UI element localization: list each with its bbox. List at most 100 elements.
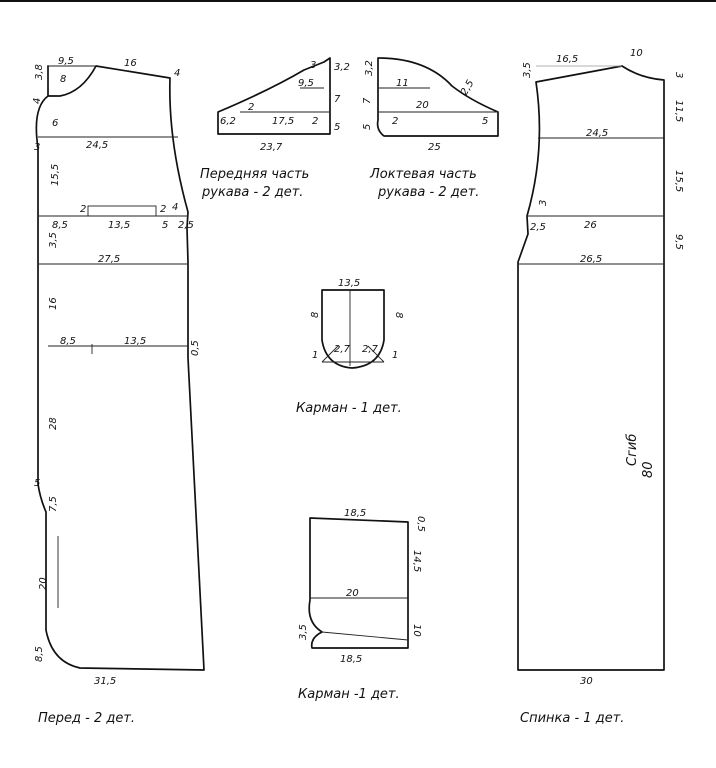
sleeve-front-width: 23,7 — [260, 142, 283, 153]
front-dart — [87, 205, 157, 217]
caption-pocket2: Карман -1 дет. — [298, 687, 400, 702]
back-outline — [517, 65, 665, 671]
front-side-25: 2,5 — [178, 220, 194, 231]
front-75: 7,5 — [48, 496, 59, 512]
sleeve-front-outline — [217, 57, 331, 135]
pocket2-145: 14,5 — [411, 550, 422, 572]
front-28: 28 — [48, 417, 59, 430]
pocket1-height-left: 8 — [310, 312, 321, 318]
front-shoulder-drop: 4 — [174, 68, 180, 79]
pocket1-radius-right: 2,7 — [362, 344, 379, 355]
pocket1-outline — [321, 289, 385, 369]
caption-back: Спинка - 1 дет. — [520, 711, 624, 726]
front-neck-width: 9,5 — [58, 56, 74, 67]
pocket2-piece: 18,5 0,5 14,5 20 10 3,5 18,5 — [298, 508, 426, 665]
front-arm-3: 3 — [34, 142, 40, 153]
front-pocket-width: 13,5 — [124, 336, 146, 347]
sleeve-front-7: 7 — [334, 94, 341, 105]
front-shoulder-len: 16 — [124, 58, 137, 69]
front-chest-width: 24,5 — [86, 140, 108, 151]
sleeve-elbow-20: 20 — [416, 100, 429, 111]
front-5: 5 — [34, 478, 40, 489]
back-95: 9,5 — [673, 234, 684, 250]
back-fold-label: Сгиб — [625, 434, 640, 466]
pocket1-corner-left: 1 — [312, 350, 318, 361]
sleeve-front-32: 3,2 — [334, 62, 350, 73]
pocket1-diag-l — [321, 345, 339, 363]
back-155: 15,5 — [673, 170, 684, 192]
back-neck: 16,5 — [556, 54, 578, 65]
caption-pocket1: Карман - 1 дет. — [296, 401, 402, 416]
front-piece: 9,5 16 3,8 8 4 4 6 3 24,5 15,5 8,5 13,5 … — [32, 56, 205, 687]
front-side-4: 4 — [172, 202, 178, 213]
back-chest: 24,5 — [586, 128, 608, 139]
caption-sleeve-elbow-2: рукава - 2 дет. — [377, 185, 479, 200]
pocket2-bottom: 18,5 — [340, 654, 362, 665]
pocket2-mid-width: 20 — [346, 588, 359, 599]
sleeve-elbow-5a: 5 — [362, 124, 373, 130]
pocket2-35: 3,5 — [298, 624, 309, 640]
caption-sleeve-front-2: рукава - 2 дет. — [201, 185, 303, 200]
front-outline — [35, 65, 205, 671]
front-155: 15,5 — [50, 164, 61, 186]
front-16: 16 — [48, 297, 59, 310]
sleeve-elbow-2: 2 — [392, 116, 398, 127]
front-waist-left: 8,5 — [52, 220, 68, 231]
sleeve-front-95: 9,5 — [298, 78, 314, 89]
sleeve-elbow-outline — [376, 57, 499, 137]
pocket1-radius-left: 2,7 — [334, 344, 351, 355]
front-dart-5: 5 — [162, 220, 168, 231]
sleeve-front-62: 6,2 — [220, 116, 236, 127]
back-25: 2,5 — [530, 222, 546, 233]
sleeve-elbow-width: 25 — [428, 142, 441, 153]
front-05: 0,5 — [190, 340, 201, 356]
back-waist: 26 — [584, 220, 597, 231]
sleeve-elbow-11: 11 — [396, 78, 409, 89]
front-dart-width: 13,5 — [108, 220, 130, 231]
front-35: 3,5 — [48, 232, 59, 248]
front-dart-2a: 2 — [80, 204, 86, 215]
sleeve-front-2: 2 — [248, 102, 254, 113]
front-arm-4: 4 — [32, 98, 43, 104]
back-3b: 3 — [538, 200, 549, 206]
sleeve-front-piece: 3 3,2 9,5 7 2 6,2 17,5 2 5 23,7 — [217, 57, 350, 153]
pocket1-piece: 13,5 8 8 2,7 2,7 1 1 — [310, 278, 404, 369]
front-neck-inset: 8 — [60, 74, 66, 85]
sleeve-elbow-32: 3,2 — [364, 60, 375, 76]
front-hip-width: 27,5 — [98, 254, 120, 265]
back-35: 3,5 — [522, 62, 533, 78]
sleeve-front-2b: 2 — [312, 116, 318, 127]
sleeve-elbow-25: 2,5 — [459, 78, 476, 97]
front-20: 20 — [38, 577, 49, 590]
pocket1-diag-r — [367, 345, 385, 363]
pocket2-05: 0,5 — [415, 516, 426, 532]
back-hip: 26,5 — [580, 254, 602, 265]
sleeve-elbow-5b: 5 — [482, 116, 488, 127]
back-115: 11,5 — [673, 100, 684, 122]
front-85: 8,5 — [34, 646, 45, 662]
pocket2-outline — [308, 517, 409, 649]
top-border — [0, 0, 716, 2]
front-neck-depth: 3,8 — [34, 64, 45, 80]
front-pocket-left: 8,5 — [60, 336, 76, 347]
caption-sleeve-front-1: Передняя часть — [200, 167, 309, 182]
pocket1-corner-right: 1 — [392, 350, 398, 361]
pocket2-10: 10 — [411, 624, 422, 637]
pocket1-height-right: 8 — [393, 312, 404, 318]
caption-front: Перед - 2 дет. — [38, 711, 135, 726]
back-shoulder: 10 — [630, 48, 643, 59]
front-arm-6: 6 — [52, 118, 58, 129]
sleeve-elbow-piece: 3,2 11 2,5 7 20 5 2 5 25 — [362, 57, 499, 153]
back-piece: 3,5 16,5 10 3 11,5 24,5 15,5 3 2,5 26 9,… — [517, 48, 684, 687]
pocket2-bottom-edge — [321, 631, 409, 641]
back-3: 3 — [673, 72, 684, 78]
sleeve-front-175: 17,5 — [272, 116, 294, 127]
sleeve-front-5: 5 — [334, 122, 340, 133]
caption-sleeve-elbow-1: Локтевая часть — [369, 167, 477, 182]
pocket1-width: 13,5 — [338, 278, 360, 289]
pocket2-top: 18,5 — [344, 508, 366, 519]
sleeve-elbow-7: 7 — [362, 97, 373, 104]
sleeve-front-3: 3 — [310, 60, 316, 71]
front-hem-width: 31,5 — [94, 676, 116, 687]
